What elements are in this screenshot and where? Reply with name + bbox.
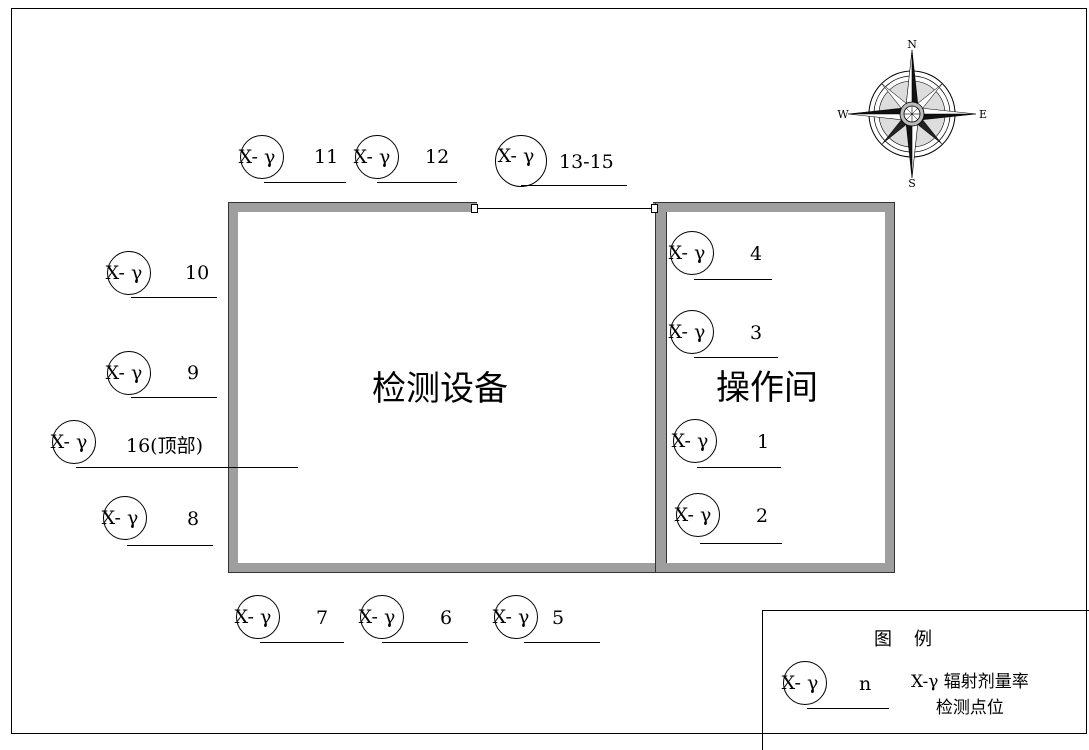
drawing-frame <box>11 8 1087 734</box>
legend-description-line1: X-γ 辐射剂量率 <box>911 672 1029 692</box>
point-symbol: X- γ <box>105 262 143 284</box>
point-marker-icon: X- γ <box>674 493 720 537</box>
legend-point-symbol: X- γ <box>781 672 819 694</box>
point-label: 7 <box>316 607 329 629</box>
point-marker-icon: X- γ <box>495 135 547 187</box>
point-marker-icon: X- γ <box>101 496 147 540</box>
point-marker-icon: X- γ <box>668 231 714 275</box>
point-underline <box>694 279 772 280</box>
point-underline <box>807 708 889 709</box>
point-label: 12 <box>425 146 450 168</box>
legend-description-line2: 检测点位 <box>935 698 1004 718</box>
point-label: 2 <box>756 505 769 527</box>
point-symbol: X- γ <box>492 606 530 628</box>
point-marker-icon: X- γ <box>234 595 280 639</box>
point-label: 11 <box>314 146 339 168</box>
point-symbol: X- γ <box>353 146 391 168</box>
point-marker-icon: X- γ <box>668 310 714 354</box>
point-underline <box>127 545 213 546</box>
door-line <box>478 208 651 209</box>
point-symbol: X- γ <box>50 431 88 453</box>
compass-north-label: N <box>907 38 917 51</box>
door-post-right <box>651 204 658 213</box>
point-underline <box>694 357 778 358</box>
point-symbol: X- γ <box>101 507 139 529</box>
point-marker-icon: X- γ <box>492 595 538 639</box>
point-marker-icon: X- γ <box>238 135 284 179</box>
point-underline <box>524 642 600 643</box>
point-marker-icon: X- γ <box>358 595 404 639</box>
legend-description: X-γ 辐射剂量率 检测点位 <box>911 669 1029 721</box>
point-symbol: X- γ <box>238 146 276 168</box>
point-marker-icon: X- γ <box>105 251 151 295</box>
point-label: 9 <box>187 362 200 384</box>
point-symbol: X- γ <box>668 321 706 343</box>
point-underline <box>260 642 344 643</box>
point-underline <box>377 182 457 183</box>
point-marker-icon: X- γ <box>671 419 717 463</box>
compass-west-label: W <box>837 108 849 121</box>
point-underline <box>76 467 298 468</box>
legend-symbol-label: n <box>859 673 872 695</box>
point-label: 5 <box>552 607 565 629</box>
point-marker-icon: X- γ <box>781 661 827 705</box>
point-marker-icon: X- γ <box>105 351 151 395</box>
point-label: 3 <box>750 322 763 344</box>
point-marker-icon: X- γ <box>50 420 96 464</box>
point-symbol: X- γ <box>668 242 706 264</box>
point-label: 4 <box>750 243 763 265</box>
compass-rose-icon: N S E W <box>837 38 987 190</box>
point-label: 13-15 <box>559 151 614 173</box>
point-symbol: X- γ <box>671 430 709 452</box>
door-post-left <box>471 204 478 213</box>
point-symbol: X- γ <box>234 606 272 628</box>
legend-box: 图例 X- γ n X-γ 辐射剂量率 检测点位 <box>762 610 1089 750</box>
point-label: 10 <box>185 262 210 284</box>
point-symbol: X- γ <box>497 145 535 167</box>
point-marker-icon: X- γ <box>353 135 399 179</box>
point-underline <box>264 182 346 183</box>
operation-room-wall <box>655 202 895 573</box>
point-label: 6 <box>440 607 453 629</box>
point-underline <box>382 642 468 643</box>
legend-title: 图例 <box>874 629 954 650</box>
point-underline <box>521 185 627 186</box>
compass-east-label: E <box>979 108 987 121</box>
point-underline <box>131 397 217 398</box>
point-underline <box>700 543 782 544</box>
operation-room-label: 操作间 <box>716 368 818 408</box>
point-underline <box>131 297 217 298</box>
point-symbol: X- γ <box>674 504 712 526</box>
point-label: 8 <box>187 508 200 530</box>
compass-south-label: S <box>908 177 916 190</box>
point-symbol: X- γ <box>358 606 396 628</box>
equipment-room-label: 检测设备 <box>372 369 508 409</box>
doorway-gap <box>477 202 653 213</box>
point-label: 1 <box>757 431 770 453</box>
point-symbol: X- γ <box>105 362 143 384</box>
point-label: 16(顶部) <box>126 435 204 457</box>
point-underline <box>697 467 781 468</box>
